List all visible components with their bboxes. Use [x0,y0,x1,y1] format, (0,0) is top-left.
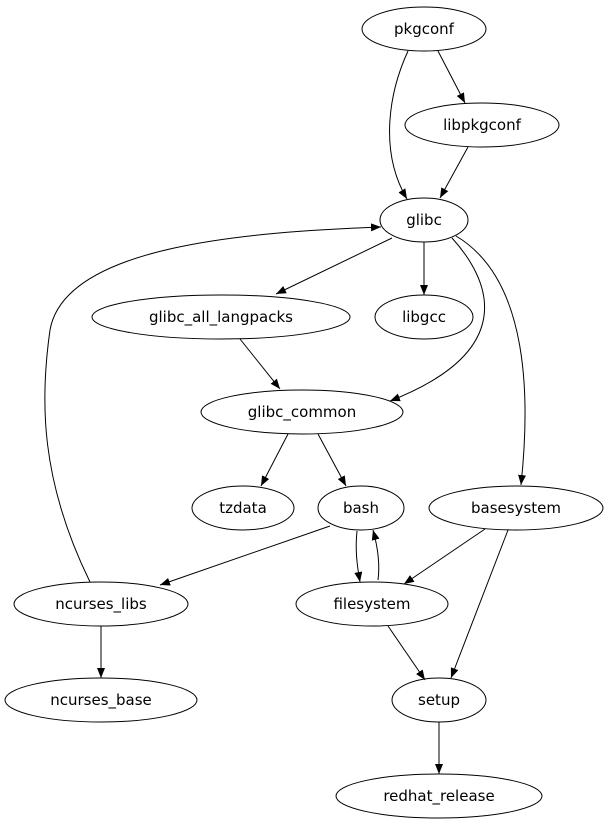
edge-glibc-glibc_all_langpacks [275,237,393,295]
edge-basesystem-filesystem [403,528,486,585]
node-label: libgcc [402,308,446,326]
edge-libpkgconf-glibc [439,146,469,199]
node-redhat_release[interactable]: redhat_release [335,773,543,819]
node-bash[interactable]: bash [317,485,405,531]
edge-glibc_all_langpacks-glibc_common [239,338,281,390]
node-tzdata[interactable]: tzdata [191,485,295,531]
edge-filesystem-bash [371,529,380,581]
edge-glibc-basesystem [455,235,527,486]
node-label: pkgconf [394,20,455,38]
edge-basesystem-setup [450,529,509,679]
node-label: setup [418,691,460,709]
node-glibc_common[interactable]: glibc_common [200,389,404,435]
edges [44,50,527,774]
node-ncurses_base[interactable]: ncurses_base [4,677,198,723]
node-label: tzdata [219,499,267,517]
edge-filesystem-setup [387,625,426,681]
node-basesystem[interactable]: basesystem [428,485,604,531]
node-label: ncurses_libs [55,595,147,614]
node-filesystem[interactable]: filesystem [295,581,449,627]
edge-pkgconf-libpkgconf [437,50,466,104]
node-glibc[interactable]: glibc [379,197,469,243]
node-label: redhat_release [383,787,494,806]
edge-pkgconf-glibc [389,50,409,200]
node-libpkgconf[interactable]: libpkgconf [404,102,560,148]
node-ncurses_libs[interactable]: ncurses_libs [13,581,189,627]
node-label: basesystem [471,499,561,517]
node-label: bash [343,499,379,517]
node-glibc_all_langpacks[interactable]: glibc_all_langpacks [91,294,351,340]
node-setup[interactable]: setup [391,677,487,723]
node-libgcc[interactable]: libgcc [374,294,474,340]
node-label: glibc_common [248,403,356,422]
node-label: glibc_all_langpacks [149,308,293,327]
edge-glibc_common-bash [317,433,347,487]
node-label: ncurses_base [50,691,152,710]
node-label: libpkgconf [443,116,522,134]
node-label: glibc [406,211,442,229]
edge-glibc_common-tzdata [260,433,289,487]
edge-bash-ncurses_libs [159,525,331,586]
node-label: filesystem [333,595,410,613]
node-pkgconf[interactable]: pkgconf [361,6,487,52]
edge-glibc-glibc_common [389,237,485,402]
edge-ncurses_libs-glibc [44,223,382,583]
nodes: pkgconf libpkgconf glibc glibc_all_langp… [4,6,604,819]
edge-bash-filesystem [354,530,363,583]
